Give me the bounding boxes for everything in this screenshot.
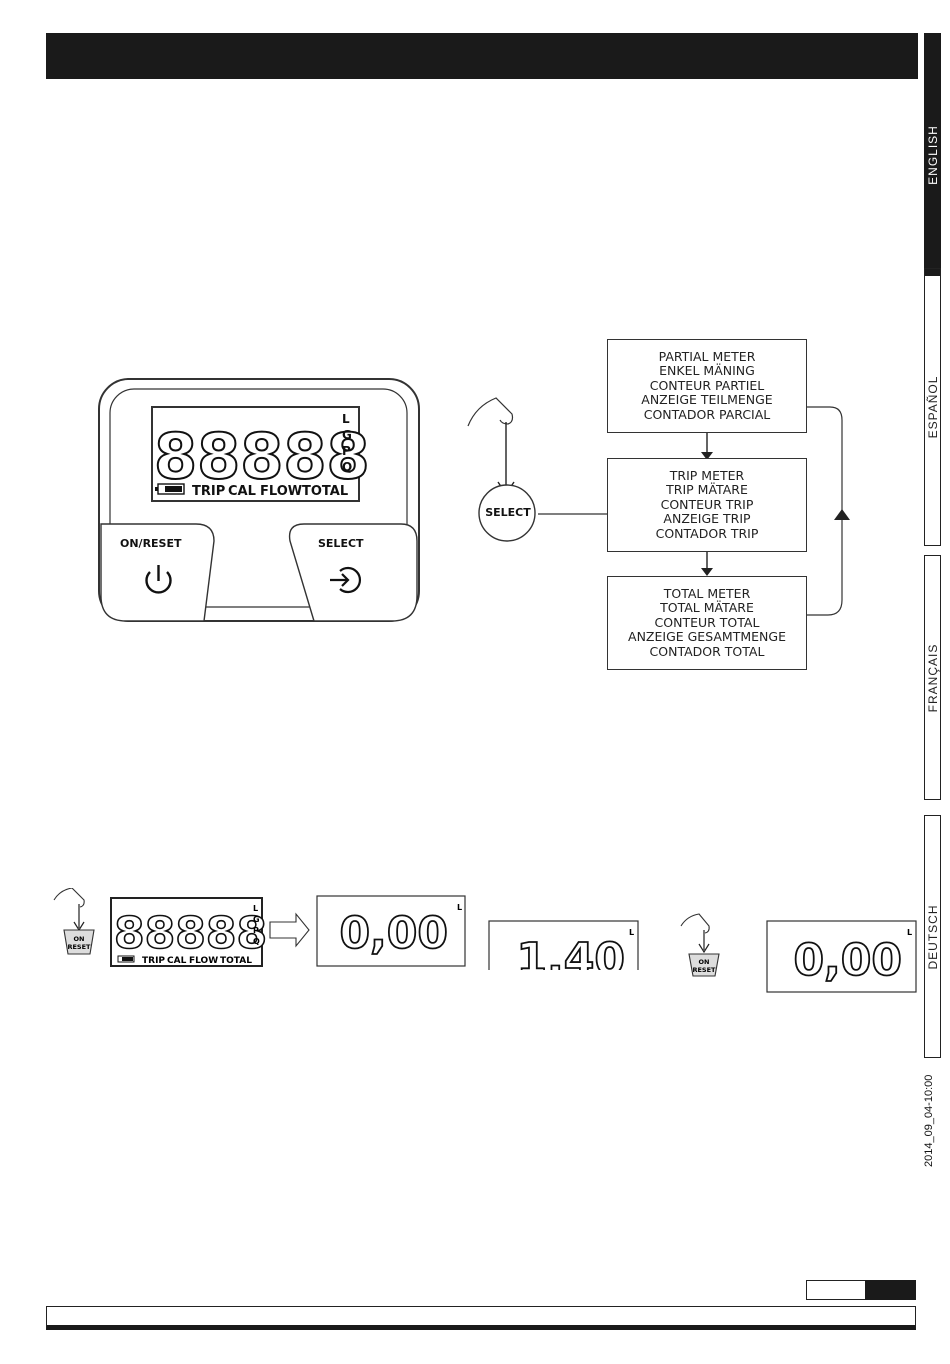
- display-zero-1: [316, 895, 466, 967]
- flow-line: CONTEUR PARTIEL: [649, 377, 765, 393]
- page-number-tab: [865, 1280, 916, 1300]
- arrow-down-icon: [701, 568, 713, 576]
- status-trip: TRIP: [192, 484, 225, 499]
- on-label: ON: [74, 935, 85, 943]
- on-reset-label: ON/RESET: [120, 537, 182, 550]
- display-3-value: 0,00: [793, 935, 902, 986]
- meter-device: 88888 L G P Q TRIP CAL FLOW TOTAL ON/RES…: [98, 378, 420, 622]
- flow-line: CONTADOR TOTAL: [649, 643, 765, 659]
- status-total: TOTAL: [220, 956, 252, 966]
- flow-line: CONTADOR PARCIAL: [643, 406, 771, 422]
- unit-q: Q: [342, 460, 352, 474]
- flow-line: PARTIAL METER: [658, 348, 756, 364]
- tab-espanol-label: ESPAÑOL: [925, 375, 940, 439]
- flow-box-total: TOTAL METER TOTAL MÄTARE CONTEUR TOTAL A…: [607, 576, 807, 670]
- full-segment-display: [110, 897, 263, 967]
- tab-francais[interactable]: FRANÇAIS: [924, 555, 941, 800]
- flow-box-trip: TRIP METER TRIP MÄTARE CONTEUR TRIP ANZE…: [607, 458, 807, 552]
- tab-francais-label: FRANÇAIS: [925, 643, 940, 712]
- reset-label: RESET: [67, 943, 91, 951]
- footer-bar: [46, 1306, 916, 1330]
- flow-connectors: [538, 406, 850, 616]
- select-circle: [478, 484, 536, 542]
- tab-deutsch-label: DEUTSCH: [925, 903, 940, 970]
- tab-espanol[interactable]: ESPAÑOL: [924, 268, 941, 546]
- flow-line: TOTAL METER: [663, 585, 751, 601]
- header-bar: [46, 33, 918, 79]
- arrow-down-icon: [701, 452, 713, 460]
- meter-digits: 88888: [154, 420, 370, 493]
- display-zero-2: 0,00 L: [766, 920, 917, 993]
- hand-icon: [680, 913, 710, 934]
- full-digits: 88888: [114, 908, 267, 959]
- display-3-unit: L: [907, 928, 912, 937]
- hand-icon: [467, 397, 514, 427]
- meter-lcd: [151, 406, 360, 502]
- flow-line: CONTADOR TRIP: [655, 525, 759, 541]
- hand-select-group: [467, 397, 536, 542]
- unit-g: G: [253, 915, 260, 924]
- flow-line: ANZEIGE GESAMTMENGE: [628, 629, 786, 645]
- on-reset-small-button-2[interactable]: ON RESET: [687, 952, 721, 978]
- battery-icon: [117, 955, 135, 963]
- tab-deutsch[interactable]: DEUTSCH: [924, 815, 941, 1058]
- display-2-value: 1,40: [516, 934, 625, 970]
- flow-line: TRIP METER: [669, 467, 745, 483]
- flow-line: TOTAL MÄTARE: [660, 600, 754, 616]
- enter-icon: [330, 566, 362, 594]
- arrow-down-icon: [698, 943, 710, 954]
- status-cal: CAL: [228, 484, 256, 499]
- status-flow: FLOW: [189, 956, 218, 966]
- reset-sequence: ON RESET 88888 L G P Q TRIP CAL FLOW TOT…: [53, 888, 710, 970]
- arrow-up-icon: [834, 509, 850, 520]
- flow-line: ANZEIGE TRIP: [663, 511, 751, 527]
- hand-icon: [53, 888, 85, 908]
- display-2-unit: L: [629, 928, 634, 937]
- unit-p: P: [253, 926, 259, 935]
- flow-line: TRIP MÄTARE: [666, 482, 748, 498]
- status-cal: CAL: [167, 956, 187, 966]
- display-1-unit: L: [457, 903, 462, 912]
- unit-p: P: [342, 444, 351, 458]
- unit-g: G: [342, 428, 352, 442]
- select-circle-button[interactable]: SELECT: [485, 506, 531, 519]
- flow-box-partial: PARTIAL METER ENKEL MÄNING CONTEUR PARTI…: [607, 339, 807, 433]
- tab-english-label: ENGLISH: [925, 124, 940, 185]
- page-number-box: [806, 1280, 866, 1300]
- status-flow: FLOW: [260, 484, 302, 499]
- display-1-value: 0,00: [339, 908, 448, 959]
- power-icon: [145, 565, 172, 594]
- tab-english[interactable]: ENGLISH: [924, 33, 941, 276]
- flow-line: ENKEL MÄNING: [659, 363, 755, 379]
- on-reset-small-button: [63, 929, 95, 955]
- flow-line: CONTEUR TRIP: [660, 496, 754, 512]
- flow-line: CONTEUR TOTAL: [654, 614, 760, 630]
- battery-icon: [155, 483, 185, 495]
- on-label: ON: [699, 958, 710, 966]
- flow-line: ANZEIGE TEILMENGE: [641, 392, 773, 408]
- date-code: 2014_09_04-10:00: [923, 1074, 935, 1167]
- select-device-button[interactable]: [288, 523, 418, 622]
- status-trip: TRIP: [142, 956, 165, 966]
- select-device-label: SELECT: [318, 537, 364, 550]
- unit-l: L: [253, 904, 258, 913]
- unit-l: L: [342, 412, 350, 426]
- status-total: TOTAL: [302, 484, 348, 499]
- arrow-right-icon: [269, 912, 310, 948]
- unit-q: Q: [253, 937, 260, 946]
- display-value: [488, 920, 639, 970]
- reset-label: RESET: [692, 966, 716, 974]
